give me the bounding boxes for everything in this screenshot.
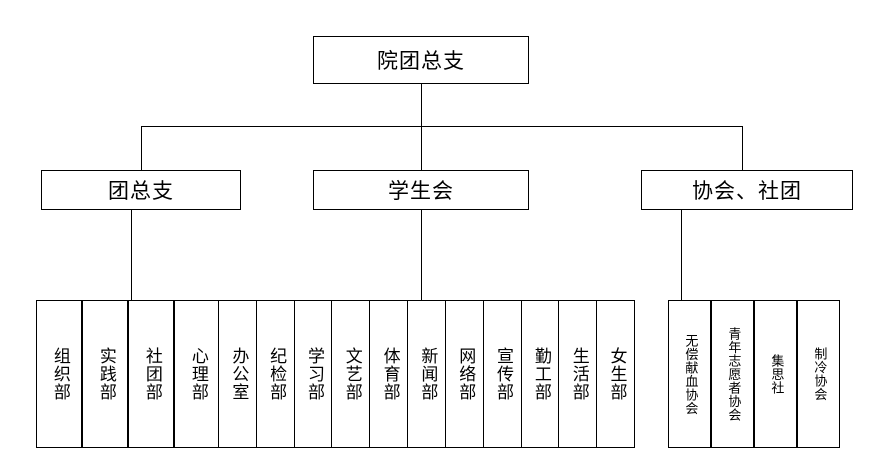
leaf-label: 文艺部 (341, 347, 362, 401)
node-tuanzongzhi: 团总支 (41, 170, 241, 210)
node-tuanzongzhi-label: 团总支 (108, 179, 174, 203)
leaf-shijianbu: 实践部 (82, 300, 128, 448)
leaf-xuanchuanbu: 宣传部 (482, 300, 522, 448)
leaf-qingongbu: 勤工部 (520, 300, 560, 448)
leaf-zuzhibu: 组织部 (36, 300, 82, 448)
leaf-label: 体育部 (379, 347, 400, 401)
connector-stem-xueshenghui (421, 210, 422, 300)
leaf-zhilengxiehui: 制冷协会 (797, 300, 840, 448)
leaf-label: 勤工部 (530, 347, 551, 401)
leaf-label: 学习部 (303, 347, 324, 401)
connector-root-bus (141, 126, 742, 127)
leaf-label: 组织部 (49, 347, 70, 401)
leaf-shetuanbu: 社团部 (128, 300, 174, 448)
leaf-label: 集思社 (768, 353, 784, 395)
connector-drop-tuanzongzhi (141, 126, 142, 170)
leaf-wuchangxianxue: 无偿献血协会 (668, 300, 711, 448)
leaf-qingnianzhiyuanzhe: 青年志愿者协会 (711, 300, 754, 448)
node-xiehui: 协会、社团 (641, 170, 853, 210)
leaf-xuexibu: 学习部 (293, 300, 333, 448)
leaf-wenyibu: 文艺部 (331, 300, 371, 448)
leaf-label: 新闻部 (417, 347, 438, 401)
leaf-label: 青年志愿者协会 (725, 326, 741, 422)
leaf-label: 纪检部 (266, 347, 287, 401)
leaf-label: 办公室 (228, 347, 249, 401)
leaf-xinwenbu: 新闻部 (407, 300, 446, 448)
leaf-label: 心理部 (187, 347, 208, 401)
leaf-jijianbu: 纪检部 (255, 300, 295, 448)
node-xueshenghui: 学生会 (313, 170, 529, 210)
leaf-tiyubu: 体育部 (369, 300, 409, 448)
leaf-jisishe: 集思社 (754, 300, 797, 448)
leaf-label: 无偿献血协会 (682, 333, 698, 415)
leaf-bangongshi: 办公室 (218, 300, 257, 448)
leaf-label: 实践部 (95, 347, 116, 401)
node-xueshenghui-label: 学生会 (388, 179, 454, 203)
leaf-label: 制冷协会 (811, 347, 827, 401)
leaf-label: 宣传部 (493, 347, 514, 401)
node-root: 院团总支 (313, 36, 529, 84)
leaf-shenghuobu: 生活部 (558, 300, 598, 448)
node-root-label: 院团总支 (377, 49, 465, 73)
node-xiehui-label: 协会、社团 (692, 179, 802, 203)
connector-stem-xiehui (681, 210, 682, 300)
leaf-label: 女生部 (606, 347, 627, 401)
leaf-xinlibu: 心理部 (174, 300, 220, 448)
connector-root-stem (421, 84, 422, 126)
leaf-label: 生活部 (568, 347, 589, 401)
leaf-wangluobu: 网络部 (444, 300, 484, 448)
connector-stem-tuanzongzhi (131, 210, 132, 300)
leaf-nvshengbu: 女生部 (596, 300, 635, 448)
connector-drop-xueshenghui (421, 126, 422, 170)
leaf-label: 网络部 (455, 347, 476, 401)
connector-drop-xiehui (742, 126, 743, 170)
leaf-label: 社团部 (141, 347, 162, 401)
